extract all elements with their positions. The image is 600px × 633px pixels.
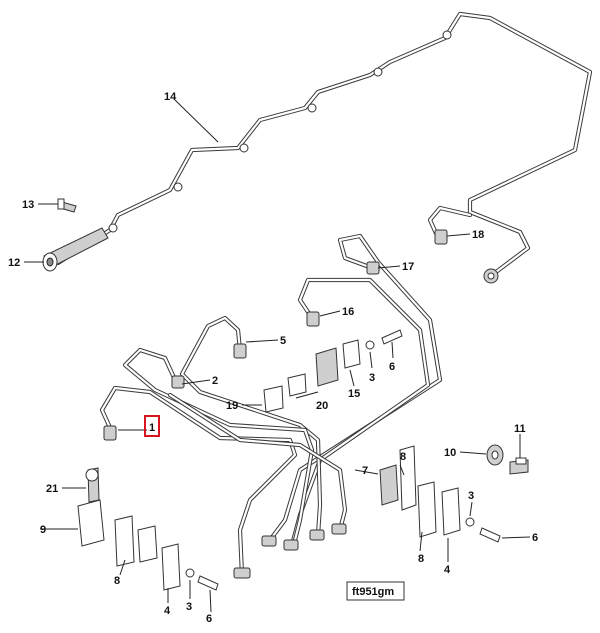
clamp-assembly-left	[77, 467, 219, 591]
callout-6-left: 6	[206, 613, 212, 625]
clamp-assembly-upper	[263, 329, 403, 413]
callout-9: 9	[40, 524, 46, 536]
callout-2: 2	[212, 375, 218, 387]
callout-6-upper: 6	[389, 361, 395, 373]
callout-7: 7	[362, 465, 368, 477]
callout-15: 15	[348, 388, 360, 400]
callout-17: 17	[402, 261, 414, 273]
callout-16: 16	[342, 306, 354, 318]
grommet-10	[486, 444, 504, 466]
clamp-assembly-right	[379, 445, 501, 543]
callout-18: 18	[472, 229, 484, 241]
callout-8-left: 8	[114, 575, 120, 587]
callout-13: 13	[22, 199, 34, 211]
callout-1-highlight	[144, 415, 160, 437]
callout-14: 14	[164, 91, 177, 103]
leader-lines	[24, 99, 531, 613]
callout-12: 12	[8, 257, 20, 269]
callout-3-left: 3	[186, 601, 192, 613]
callout-4-right: 4	[444, 564, 451, 576]
stud-11	[509, 457, 529, 475]
callout-8-right: 8	[400, 451, 406, 463]
callout-6-right: 6	[532, 532, 538, 544]
callout-4-left: 4	[164, 605, 171, 617]
figure-code: ft951gm	[352, 586, 394, 598]
callout-21: 21	[46, 483, 58, 495]
banjo-bolt-13	[57, 198, 77, 213]
callout-3-right: 3	[468, 490, 474, 502]
return-rail-12	[42, 227, 109, 272]
injector-line-18	[427, 205, 473, 245]
callout-20: 20	[316, 400, 328, 412]
figure-code-label: ft951gm	[346, 581, 405, 601]
callout-8-lower: 8	[418, 553, 424, 565]
callout-19: 19	[226, 400, 238, 412]
return-line-14	[55, 11, 593, 284]
callout-11: 11	[514, 423, 526, 435]
callout-1: 1	[149, 422, 155, 434]
callout-labels: 1 2 5 16 17 18 14 13 12 21 9 19 20 15 3 …	[8, 91, 538, 625]
callout-10: 10	[444, 447, 456, 459]
callout-3-upper: 3	[369, 372, 375, 384]
callout-5: 5	[280, 335, 286, 347]
injection-line-bundle	[99, 233, 443, 579]
